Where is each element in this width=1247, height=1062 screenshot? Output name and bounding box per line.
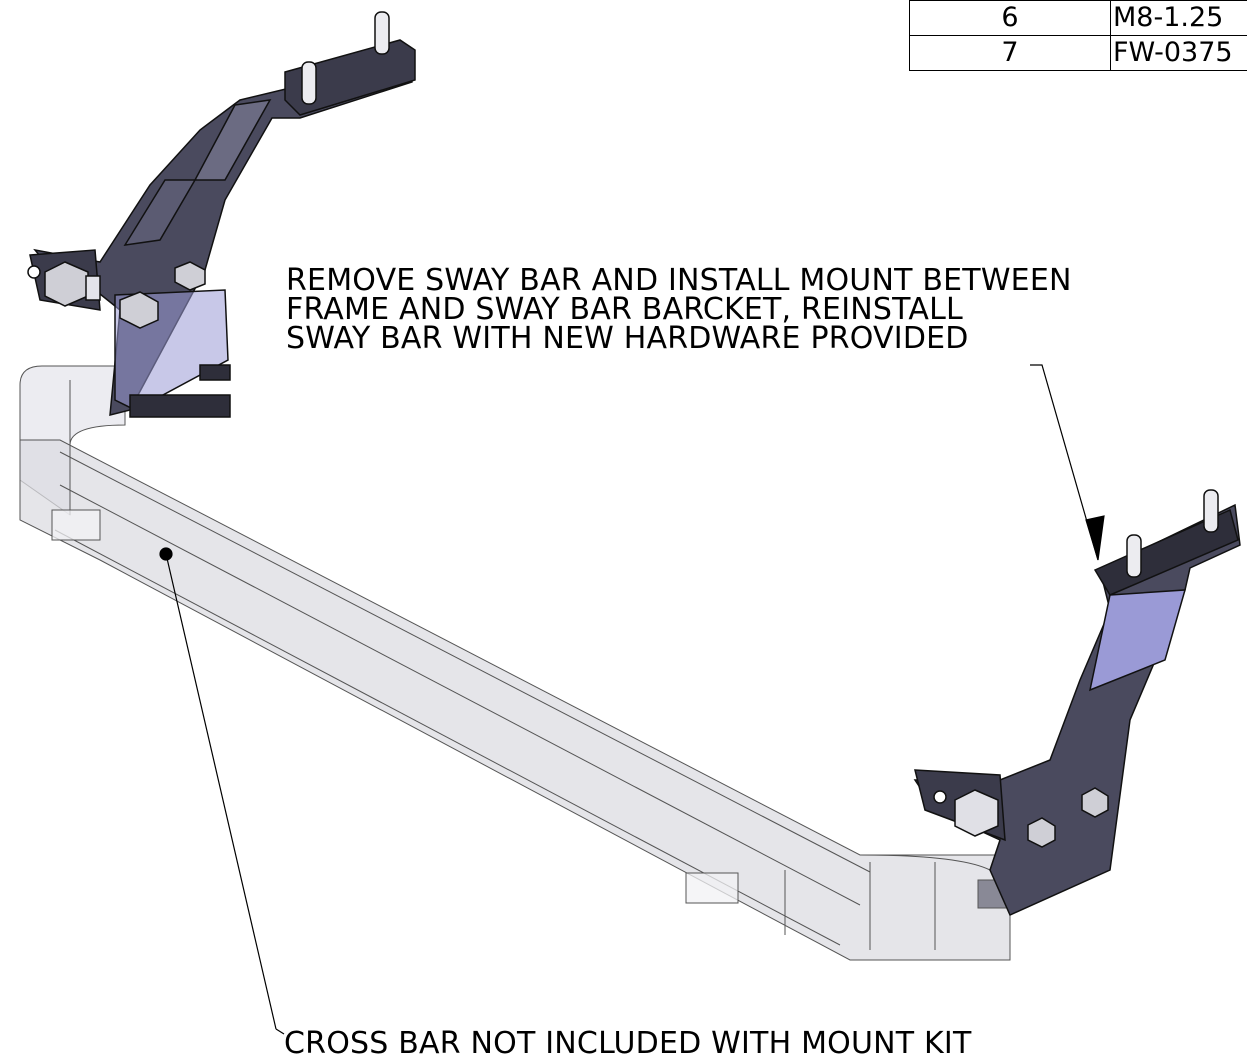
bill-of-materials-table: 6 M8-1.25 7 FW-0375: [909, 0, 1247, 71]
leader-dot: [159, 547, 173, 561]
cross-bar-leader: [165, 553, 285, 1035]
sway-bar-leader: [1030, 364, 1099, 561]
bom-part-number: M8-1.25: [1110, 0, 1247, 36]
right-mount-bracket: [913, 489, 1241, 916]
leader-arrowhead: [1085, 515, 1105, 561]
bom-item-number: 6: [909, 0, 1111, 36]
bom-part-number: FW-0375: [1110, 35, 1247, 71]
bom-row: 6 M8-1.25: [909, 0, 1247, 36]
left-mount-bracket: [27, 11, 416, 418]
cross-bar-callout-note: CROSS BAR NOT INCLUDED WITH MOUNT KIT: [284, 1026, 972, 1061]
sway-bar-callout-note: REMOVE SWAY BAR AND INSTALL MOUNT BETWEE…: [286, 263, 1072, 356]
leader-lines: [159, 364, 1105, 1035]
cross-bar: [19, 365, 1011, 961]
bom-row: 7 FW-0375: [909, 35, 1247, 71]
